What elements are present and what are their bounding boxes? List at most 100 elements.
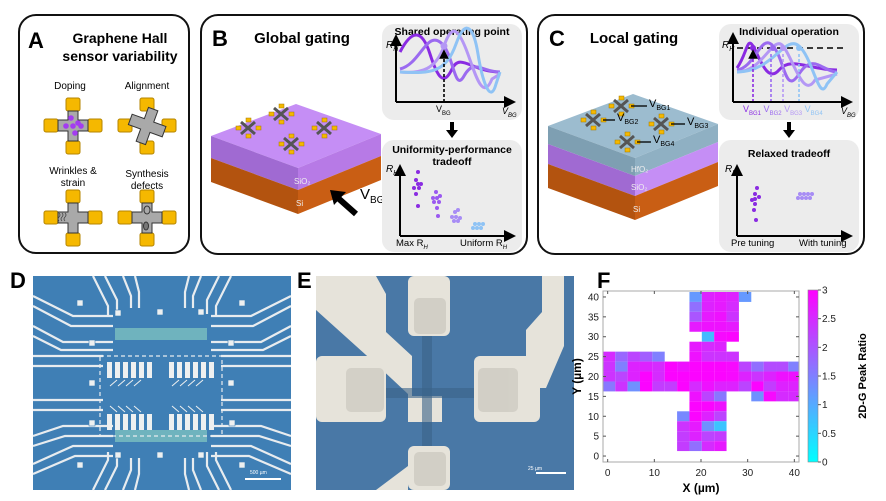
- heatmap-cell: [726, 301, 739, 312]
- y-tick-label: 20: [588, 372, 600, 383]
- heatmap-cell: [689, 391, 702, 402]
- chip-scale-bar-label: 500 µm: [250, 470, 267, 476]
- gate-arrow-icon: [330, 190, 358, 217]
- heatmap-cell: [615, 381, 628, 392]
- heatmap-cell: [689, 291, 702, 302]
- heatmap-cell: [738, 291, 752, 302]
- heatmap-cell: [689, 341, 702, 352]
- y-axis-label: Y (µm): [570, 358, 584, 395]
- gate-vbg-main: V: [360, 186, 371, 203]
- heatmap-cell: [701, 351, 715, 362]
- y-tick-label: 0: [593, 452, 599, 463]
- heatmap-cell: [689, 381, 702, 392]
- heatmap-cell: [615, 361, 628, 372]
- down-arrow-icon-c: [783, 122, 795, 138]
- y-tick-label: 40: [588, 292, 600, 303]
- heatmap-cell: [788, 371, 799, 382]
- heatmap-cell: [701, 321, 715, 332]
- shared-operating-point-box: Shared operating point RH VBG VBG: [382, 24, 522, 120]
- heatmap-cell: [701, 421, 715, 432]
- heatmap-cell: [689, 311, 702, 322]
- heatmap-cell: [689, 441, 702, 452]
- heatmap-cell: [763, 381, 777, 392]
- panel-b-box: B Global gating SiO₂ Si VBG Shared opera…: [200, 14, 528, 255]
- heatmap-cell: [701, 391, 715, 402]
- tradeoff-title-line1: Uniformity-performance: [392, 144, 512, 156]
- heatmap-cell: [615, 351, 628, 362]
- heatmap-cell: [714, 301, 727, 312]
- heatmap-cell: [776, 361, 789, 372]
- heatmap-cell: [664, 371, 678, 382]
- panel-a-title-line1: Graphene Hall: [72, 30, 168, 46]
- gate-label-vbg1: VBG1: [649, 98, 671, 113]
- wrinkles-label-line2: strain: [60, 178, 86, 189]
- vbg-axis-label-c: VBG: [841, 106, 856, 119]
- heatmap-cell: [714, 381, 727, 392]
- colorbar-tick-label: 2: [822, 343, 828, 354]
- heatmap-cell: [714, 351, 727, 362]
- heatmap-cell: [714, 371, 727, 382]
- heatmap-cell: [714, 391, 727, 402]
- gate-label-vbg3: VBG3: [687, 116, 709, 131]
- hall-bar-scale-bar-label: 25 µm: [528, 466, 542, 472]
- heatmap-cell: [701, 431, 715, 442]
- y-tick-label: 35: [588, 312, 600, 323]
- y-tick-label: 25: [588, 352, 600, 363]
- panel-c-box: C Local gating HfO₂ SiO₂ Si VBG1 VBG2 VB…: [537, 14, 865, 255]
- heatmap-cell: [689, 421, 702, 432]
- uniform-rh-label: Uniform RH: [460, 238, 508, 251]
- alignment-label: Alignment: [124, 81, 170, 92]
- heatmap-cell: [677, 421, 690, 432]
- hall-cross-doping: [43, 97, 103, 155]
- heatmap-cell: [726, 381, 739, 392]
- heatmap-cell: [639, 351, 653, 362]
- panel-f-label: F: [597, 268, 611, 293]
- x-tick-label: 40: [789, 468, 801, 479]
- heatmap-cell: [726, 351, 739, 362]
- heatmap-cell: [714, 401, 727, 412]
- y-tick-label: 5: [593, 432, 599, 443]
- heatmap-cell: [677, 371, 690, 382]
- heatmap-cell: [677, 441, 690, 452]
- y-tick-label: 15: [588, 392, 600, 403]
- x-tick-label: 20: [695, 468, 707, 479]
- vbg-marker-label: VBG: [436, 104, 451, 117]
- heatmap-cell: [639, 381, 653, 392]
- colorbar-tick-label: 3: [822, 286, 828, 297]
- gate-vbg-label: VBG: [360, 186, 384, 206]
- heatmap-cell: [751, 391, 764, 402]
- heatmap-cell: [726, 321, 739, 332]
- heatmap-cell: [751, 361, 764, 372]
- max-rh-label: Max RH: [396, 238, 428, 251]
- si-layer-label: Si: [296, 199, 303, 208]
- panel-c-title: Local gating: [589, 30, 679, 47]
- x-axis-label: X (µm): [683, 481, 720, 495]
- heatmap-cell: [751, 371, 764, 382]
- tick-vbg2: VBG2: [763, 104, 782, 117]
- tick-vbg3: VBG3: [784, 104, 803, 117]
- individual-operation-box: Individual operation RH VBG1 VBG2 VBG3 V…: [719, 24, 859, 120]
- wrinkles-label-line1: Wrinkles &: [49, 166, 97, 177]
- heatmap-cell: [615, 371, 628, 382]
- heatmap-cell: [639, 371, 653, 382]
- tick-vbg4: VBG4: [804, 104, 823, 117]
- tradeoff-scatter: [394, 164, 516, 242]
- heatmap-cell: [776, 381, 789, 392]
- chip-micrograph: [32, 275, 292, 491]
- heatmap-cell: [714, 311, 727, 322]
- individual-curves-plot: [727, 32, 853, 108]
- rh-axis-label-c: RH: [722, 40, 735, 53]
- heatmap-cell: [627, 371, 640, 382]
- si-layer-label-c: Si: [633, 205, 640, 214]
- panel-a-box: A Graphene Hall sensor variability Dopin…: [18, 14, 190, 254]
- colorbar-label: 2D-G Peak Ratio: [857, 333, 869, 419]
- x-tick-label: 10: [649, 468, 661, 479]
- heatmap-cell: [627, 361, 640, 372]
- panel-e-label: E: [297, 268, 312, 293]
- heatmap-cell: [751, 381, 764, 392]
- heatmap-cell: [689, 431, 702, 442]
- heatmap-cell: [677, 381, 690, 392]
- heatmap-cell: [701, 401, 715, 412]
- hall-bar-micrograph: [316, 276, 574, 490]
